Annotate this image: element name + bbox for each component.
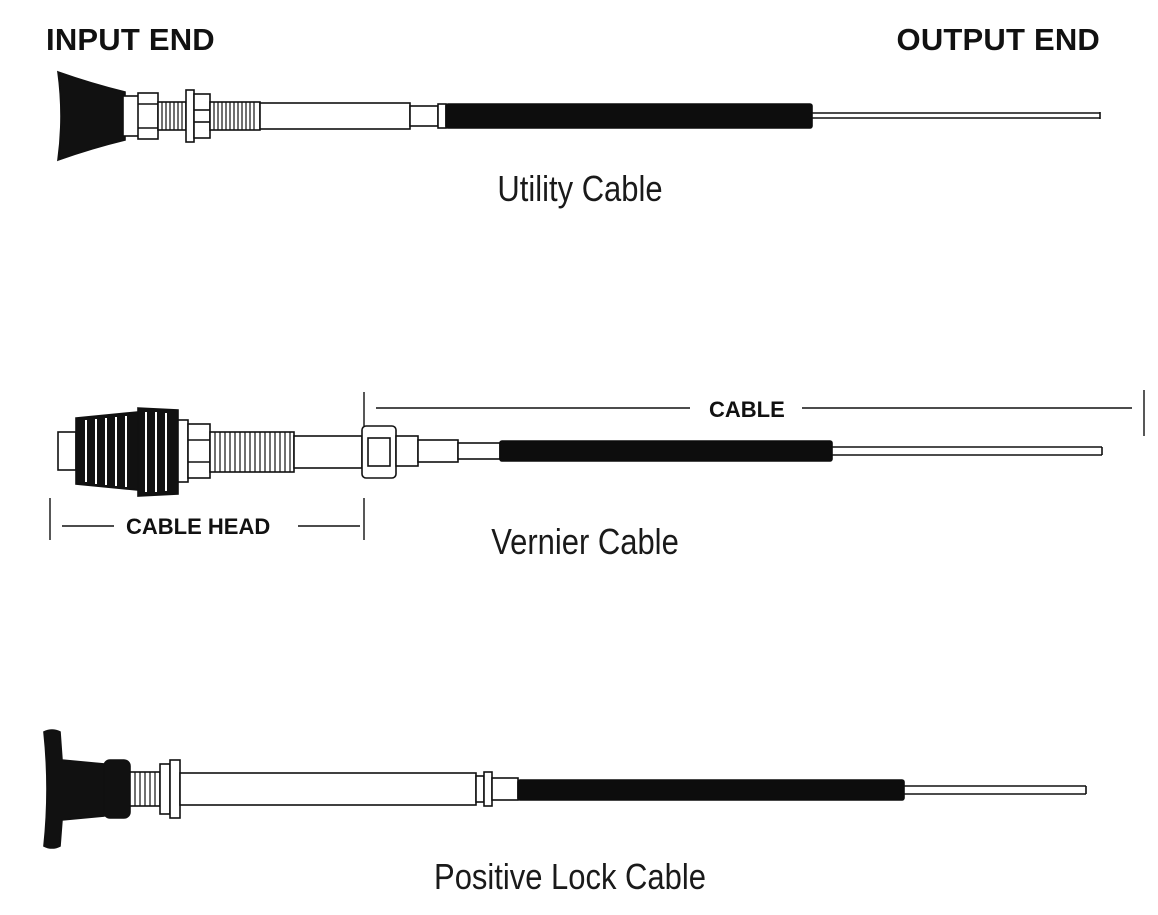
positive-lock-sheath <box>517 779 905 801</box>
positive-lock-nut <box>159 763 171 815</box>
utility-cable-caption: Utility Cable <box>497 168 663 209</box>
vernier-nut <box>187 423 211 479</box>
utility-tube <box>259 102 411 130</box>
utility-nut <box>137 92 159 140</box>
vernier-threads <box>209 431 295 473</box>
utility-collar <box>122 95 140 137</box>
positive-lock-collar <box>103 759 131 819</box>
input-end-label: INPUT END <box>46 22 215 57</box>
positive-lock-cable <box>43 729 1087 849</box>
positive-lock-t-handle <box>43 729 105 849</box>
vernier-end-cap <box>57 431 77 471</box>
vernier-cable <box>57 407 1103 497</box>
cable-dimension-label: CABLE <box>703 397 791 423</box>
utility-knob <box>57 70 126 162</box>
cable-head-dimension-label: CABLE HEAD <box>120 514 277 540</box>
output-end-label: OUTPUT END <box>896 22 1100 57</box>
positive-lock-cable-caption: Positive Lock Cable <box>434 856 706 897</box>
utility-sheath <box>445 103 813 129</box>
vernier-washer <box>177 419 189 483</box>
vernier-sheath <box>499 440 833 462</box>
vernier-cable-caption: Vernier Cable <box>491 521 679 562</box>
positive-lock-tube <box>179 772 477 806</box>
cable-head-dimension <box>49 498 365 540</box>
utility-nut-2 <box>193 93 211 139</box>
utility-threads <box>157 101 187 131</box>
cable-dimension <box>363 390 1145 436</box>
utility-washer <box>185 89 195 143</box>
utility-cable <box>57 70 1101 162</box>
vernier-tube <box>293 435 363 469</box>
